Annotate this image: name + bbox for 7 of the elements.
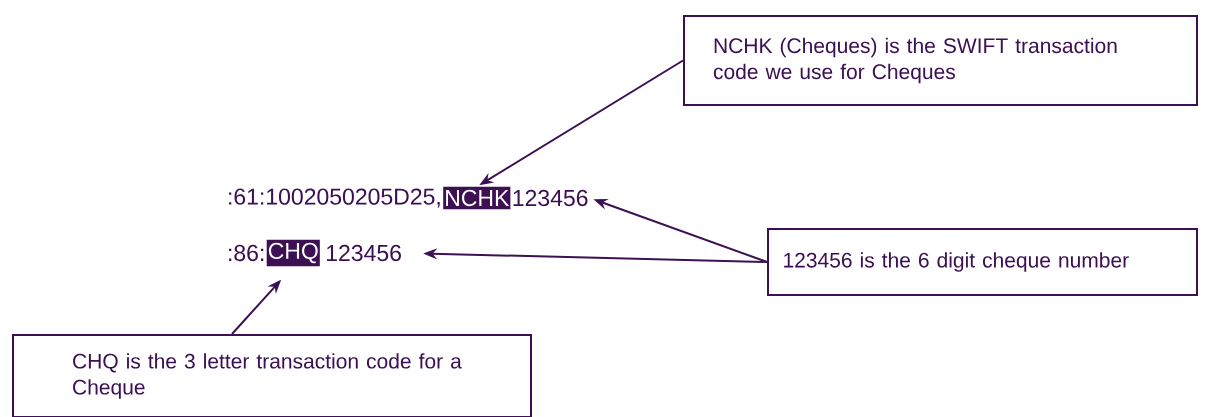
code-text: 123456 (513, 189, 588, 207)
callout-box: NCHK (Cheques) is the SWIFT transaction code we use for Cheques (683, 15, 1198, 106)
callout-box: 123456 is the 6 digit cheque number (767, 228, 1198, 296)
highlighted-code: CHQ (266, 239, 320, 267)
code-text: :61:1002050205D25, (229, 188, 440, 208)
callout-box: CHQ is the 3 letter transaction code for a Cheque (12, 334, 532, 417)
code-text: 123456 (327, 244, 401, 262)
